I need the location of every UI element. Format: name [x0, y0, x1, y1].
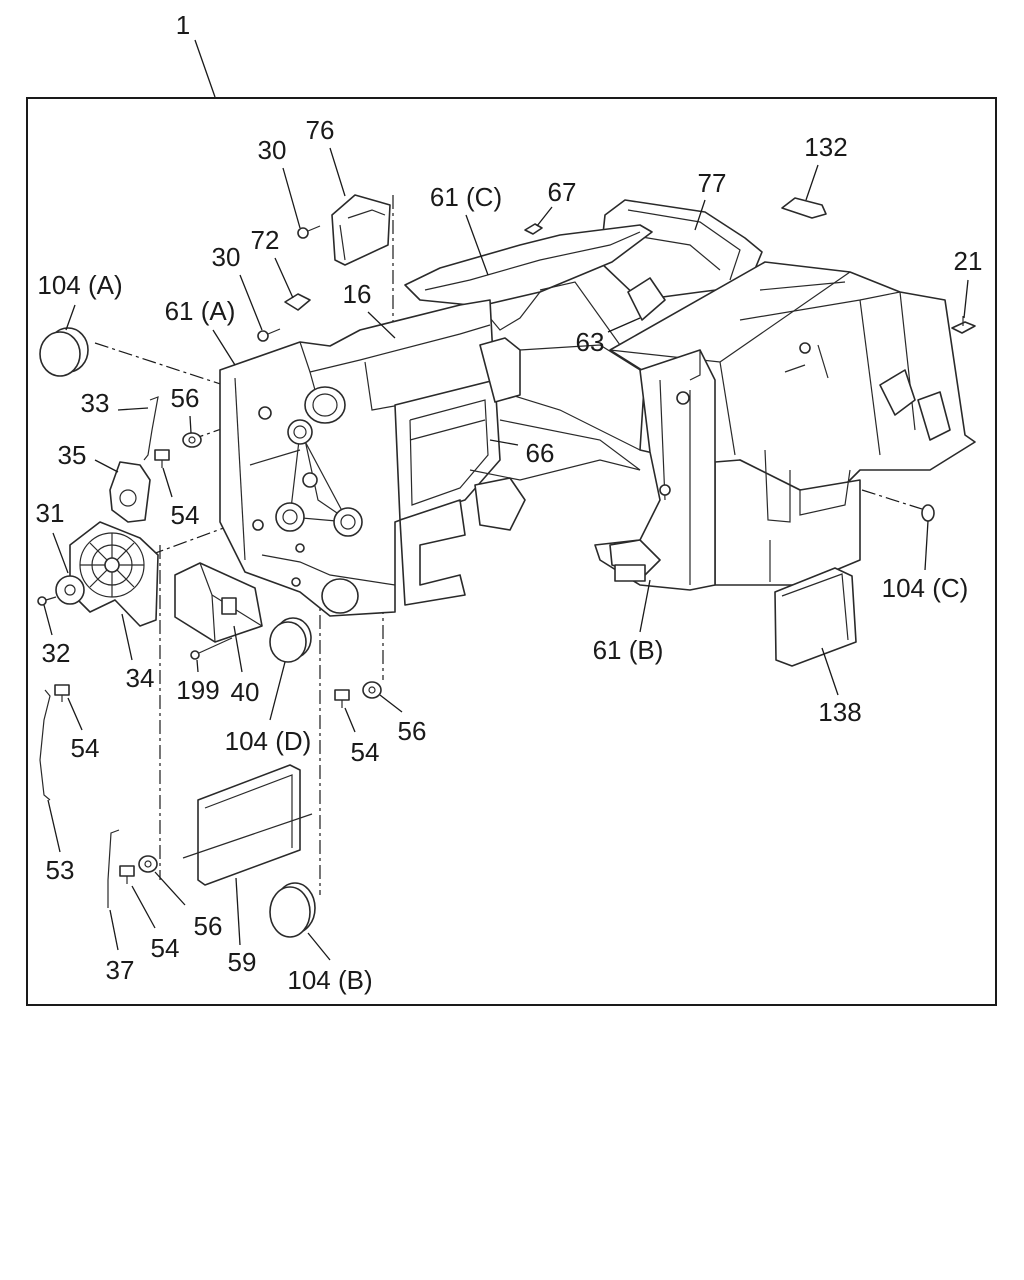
callout-label: 63 — [576, 327, 605, 357]
clip-56 — [362, 681, 382, 699]
cap-104d — [269, 617, 312, 663]
bracket-76 — [331, 194, 391, 266]
callout-label: 138 — [818, 697, 861, 727]
callout-label: 31 — [36, 498, 65, 528]
clip-132 — [781, 197, 827, 219]
callout-label: 16 — [343, 279, 372, 309]
pin-54 — [334, 689, 350, 708]
callout-label: 72 — [251, 225, 280, 255]
callout-label: 77 — [698, 168, 727, 198]
callout-label: 1 — [176, 10, 190, 40]
callout-label: 61 (B) — [593, 635, 664, 665]
callout-label: 132 — [804, 132, 847, 162]
clip-56 — [182, 432, 202, 448]
callout-label: 56 — [194, 911, 223, 941]
callout-label: 104 (B) — [287, 965, 372, 995]
screw-icon — [190, 637, 233, 660]
filter-59 — [182, 764, 313, 886]
rod-33 — [143, 396, 159, 461]
callout-label: 67 — [548, 177, 577, 207]
seal-63 — [627, 277, 666, 321]
callout-label: 35 — [58, 440, 87, 470]
actuator-40 — [174, 562, 263, 643]
callout-label: 104 (C) — [882, 573, 969, 603]
callout-label: 30 — [258, 135, 287, 165]
callout-label: 104 (D) — [225, 726, 312, 756]
screw-icon — [257, 328, 281, 342]
callout-label: 30 — [212, 242, 241, 272]
callout-label: 61 (C) — [430, 182, 502, 212]
callout-label: 54 — [171, 500, 200, 530]
callout-label: 56 — [171, 383, 200, 413]
screw-icon — [297, 225, 321, 239]
cap-104b — [269, 882, 316, 938]
callout-label: 61 (A) — [165, 296, 236, 326]
filter-138 — [774, 567, 857, 667]
callout-label: 76 — [306, 115, 335, 145]
pin-54 — [154, 449, 170, 468]
cap-104c — [921, 504, 935, 522]
loose-parts — [37, 194, 976, 938]
callout-label: 59 — [228, 947, 257, 977]
callout-label: 54 — [351, 737, 380, 767]
callout-label: 54 — [71, 733, 100, 763]
rod-53 — [39, 689, 51, 801]
callout-label: 40 — [231, 677, 260, 707]
callout-label: 66 — [526, 438, 555, 468]
callout-label: 32 — [42, 638, 71, 668]
callout-label: 53 — [46, 855, 75, 885]
callout-label: 199 — [176, 675, 219, 705]
leader-lines — [43, 39, 969, 961]
callout-labels: 1 76 30 132 61 (C) 67 77 30 72 21 104 (A… — [36, 10, 983, 995]
screw-icon — [951, 316, 976, 334]
callout-label: 21 — [954, 246, 983, 276]
screw-icon — [37, 596, 57, 606]
pin-54 — [54, 684, 70, 702]
callout-label: 33 — [81, 388, 110, 418]
clip-72 — [284, 293, 311, 311]
rod-37 — [107, 829, 120, 908]
cam-31 — [69, 521, 159, 627]
hvac-housing — [219, 199, 976, 617]
callout-label: 37 — [106, 955, 135, 985]
callout-label: 34 — [126, 663, 155, 693]
callout-label: 54 — [151, 933, 180, 963]
callout-label: 56 — [398, 716, 427, 746]
clip-56 — [138, 855, 158, 873]
assembly-frame — [26, 97, 997, 1006]
lever-35 — [109, 461, 151, 523]
cap-104a — [39, 327, 89, 377]
pin-54 — [119, 865, 135, 884]
disk-32 — [55, 575, 85, 605]
callout-label: 104 (A) — [37, 270, 122, 300]
clip-67 — [524, 223, 543, 235]
